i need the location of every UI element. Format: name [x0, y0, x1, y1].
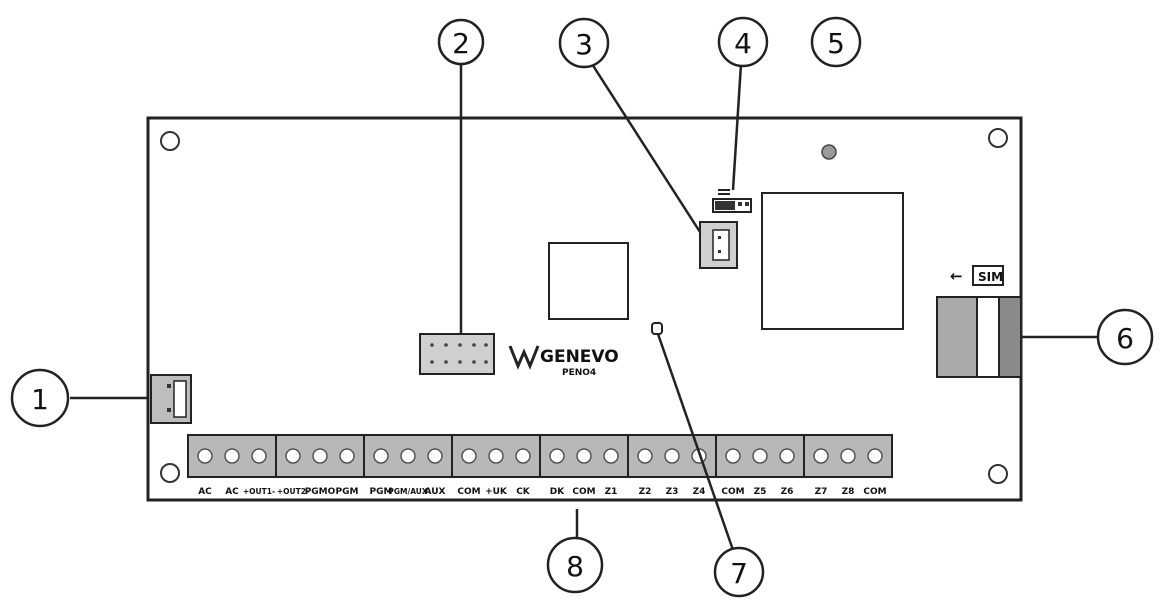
- terminal-label: COM: [457, 487, 480, 497]
- terminal-label: AUX: [425, 487, 446, 497]
- callout-2-number: 2: [452, 27, 470, 60]
- brand-logo: GENEVO PENO4: [508, 345, 619, 378]
- terminal-screw: [725, 448, 741, 464]
- terminal-screw: [549, 448, 565, 464]
- terminal-screw: [461, 448, 477, 464]
- led-5: [821, 144, 837, 160]
- callout-1: 1: [10, 368, 70, 428]
- terminal-screw: [427, 448, 443, 464]
- mounting-hole-bottom-right: [988, 464, 1008, 484]
- terminal-label: +OUT2-: [277, 487, 309, 496]
- terminal-screw: [224, 448, 240, 464]
- terminal-screw: [285, 448, 301, 464]
- mounting-hole-top-right: [988, 128, 1008, 148]
- chip-small: [548, 242, 629, 320]
- terminal-label: Z8: [842, 487, 855, 497]
- callout-7-number: 7: [730, 557, 748, 590]
- terminal-label: Z7: [815, 487, 828, 497]
- sim-label-box: [972, 265, 1004, 286]
- callout-2: 2: [437, 18, 485, 66]
- terminal-label: AC: [225, 487, 239, 497]
- terminal-screw: [515, 448, 531, 464]
- mounting-hole-bottom-left: [160, 463, 180, 483]
- sim-slot: ← SIM: [936, 265, 1022, 378]
- callout-6-number: 6: [1116, 322, 1134, 355]
- connector-3: [699, 221, 738, 269]
- callout-5: 5: [810, 16, 862, 68]
- callout-8-number: 8: [566, 550, 584, 583]
- component-7: [651, 322, 663, 335]
- terminal-label: +OUT1-: [243, 487, 275, 496]
- terminal-label: Z4: [693, 487, 706, 497]
- terminal-label: Z2: [639, 487, 652, 497]
- sim-arrow: ←: [950, 267, 963, 285]
- terminal-screw: [400, 448, 416, 464]
- terminal-screw: [339, 448, 355, 464]
- terminal-screw: [603, 448, 619, 464]
- callout-6: 6: [1096, 308, 1154, 366]
- terminal-label: PGM/AUX: [388, 487, 428, 496]
- chip-large: [761, 192, 904, 330]
- terminal-screw: [752, 448, 768, 464]
- callout-3-number: 3: [575, 28, 593, 61]
- terminal-label: Z3: [666, 487, 679, 497]
- terminal-label: PGMO: [305, 487, 336, 497]
- terminal-screw: [813, 448, 829, 464]
- terminal-label: CK: [516, 487, 531, 497]
- callout-8: 8: [546, 536, 604, 594]
- callout-7: 7: [713, 546, 765, 598]
- leader-lines: [70, 62, 1097, 551]
- terminal-label: AC: [198, 487, 212, 497]
- callout-3: 3: [558, 17, 610, 69]
- brand-name: GENEVO: [540, 347, 619, 367]
- terminal-screw: [488, 448, 504, 464]
- brand-model: PENO4: [562, 368, 596, 378]
- terminal-label: Z6: [781, 487, 794, 497]
- programming-header: [419, 333, 495, 375]
- terminal-screw: [664, 448, 680, 464]
- terminal-label: +UK: [485, 487, 508, 497]
- terminal-screw: [779, 448, 795, 464]
- terminal-block: [187, 434, 893, 478]
- terminal-label: DK: [550, 487, 565, 497]
- terminal-screw: [637, 448, 653, 464]
- jumper-4: [712, 189, 752, 213]
- terminal-label: Z1: [605, 487, 618, 497]
- terminal-screw: [576, 448, 592, 464]
- callout-4: 4: [717, 16, 769, 68]
- callouts: 1 2 3 4 5 6 7 8: [10, 16, 1154, 598]
- callout-1-number: 1: [31, 383, 49, 416]
- callout-4-number: 4: [734, 27, 752, 60]
- terminal-screw: [840, 448, 856, 464]
- mounting-hole-top-left: [160, 131, 180, 151]
- terminal-label: PGM: [336, 487, 359, 497]
- terminal-label: COM: [863, 487, 886, 497]
- terminal-screw: [867, 448, 883, 464]
- terminal-screw: [251, 448, 267, 464]
- terminal-label: Z5: [754, 487, 767, 497]
- terminal-label: COM: [721, 487, 744, 497]
- callout-5-number: 5: [827, 27, 845, 60]
- connector-1: [150, 374, 192, 424]
- terminal-screw: [312, 448, 328, 464]
- sim-label: SIM: [978, 270, 1003, 284]
- terminal-label: COM: [572, 487, 595, 497]
- terminal-label: PGM: [370, 487, 393, 497]
- terminal-screw: [373, 448, 389, 464]
- terminal-screw: [197, 448, 213, 464]
